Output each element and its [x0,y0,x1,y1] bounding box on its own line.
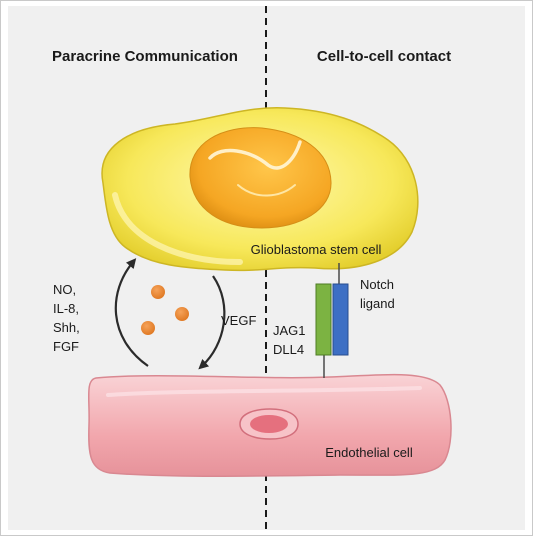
stem-cell-label: Glioblastoma stem cell [251,242,382,257]
factor-particle [141,321,155,335]
endothelial-highlight [106,386,422,397]
ligand-label: Notch ligand [360,277,398,311]
upward-curved-arrow [114,258,149,367]
left-panel-title: Paracrine Communication [52,48,238,65]
downward-curved-arrow [198,275,226,370]
nucleus-highlight [208,140,302,170]
factor-label: FGF [53,339,79,354]
receptor-label-line: JAG1 [273,323,306,338]
jag1-dll4-receptor [315,283,332,356]
endothelial-nucleus [250,415,288,433]
glioblastoma-stem-cell: Glioblastoma stem cell [101,107,419,272]
ligand-label-line: ligand [360,296,395,311]
notch-ligand-bar [332,283,349,356]
factor-particle [151,285,165,299]
right-panel-title: Cell-to-cell contact [317,48,451,65]
endothelial-cell: Endothelial cell [88,373,452,477]
endothelial-cell-label: Endothelial cell [325,445,413,460]
vegf-label: VEGF [221,313,256,328]
factor-particle [175,307,189,321]
factor-list: NO, IL-8, Shh, FGF [53,282,83,354]
factor-label: NO, [53,282,76,297]
receptor-label-line: DLL4 [273,342,304,357]
factor-label: IL-8, [53,301,79,316]
ligand-label-line: Notch [360,277,394,292]
nucleus-highlight-2 [237,184,296,197]
receptor-label: JAG1 DLL4 [273,323,309,357]
factor-label: Shh, [53,320,80,335]
stem-cell-highlight [112,192,243,265]
